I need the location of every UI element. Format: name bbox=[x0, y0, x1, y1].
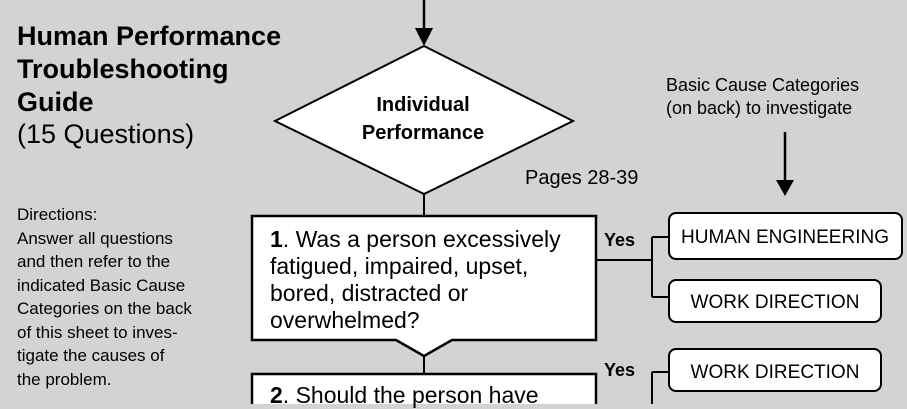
question-2-number: 2 bbox=[270, 382, 283, 408]
question-1-line: overwhelmed? bbox=[270, 307, 420, 333]
guide-subtitle: (15 Questions) bbox=[17, 119, 195, 149]
question-2-first-line-rest: . Should the person have bbox=[282, 382, 539, 408]
directions-heading: Directions: bbox=[17, 205, 98, 224]
question-2-yes-label: Yes bbox=[604, 360, 636, 380]
directions-line: Answer all questions bbox=[17, 228, 173, 248]
category-work-direction: WORK DIRECTION bbox=[690, 292, 860, 313]
question-1-first-line: 1. Was a person excessively bbox=[270, 226, 592, 253]
directions-line: indicated Basic Cause bbox=[17, 275, 186, 295]
directions-line: Categories on the back bbox=[17, 299, 192, 318]
incoming-arrowhead bbox=[415, 28, 433, 46]
directions-line: of this sheet to inves- bbox=[17, 322, 178, 342]
question-1-line: fatigued, impaired, upset, bbox=[270, 253, 529, 279]
category-box-human-engineering bbox=[668, 212, 903, 260]
question-1-number: 1 bbox=[270, 226, 283, 252]
guide-title: Human Performance Troubleshooting Guide bbox=[17, 20, 317, 119]
category-box-work-direction-2 bbox=[668, 348, 882, 392]
basic-cause-note-line-1: Basic Cause Categories bbox=[666, 75, 860, 95]
question-1-first-line-rest: . Was a person excessively bbox=[282, 226, 561, 252]
pages-label: Pages 28-39 bbox=[525, 167, 639, 189]
basic-cause-note: Basic Cause Categories (on back) to inve… bbox=[666, 74, 901, 120]
category-box-work-direction-1 bbox=[668, 279, 882, 323]
question-2-text: 2. Should the person have bbox=[270, 382, 592, 409]
directions-block: Directions: Answer all questions and the… bbox=[17, 203, 247, 391]
directions-line: the problem. bbox=[17, 369, 112, 389]
question-1-text: 1. Was a person excessively fatigued, im… bbox=[270, 226, 592, 334]
question-1-yes-label: Yes bbox=[604, 230, 636, 250]
decision-label-line-2: Performance bbox=[361, 122, 485, 144]
question-1-box bbox=[250, 214, 598, 358]
category-work-direction: WORK DIRECTION bbox=[690, 362, 860, 383]
directions-line: tigate the causes of bbox=[17, 346, 165, 365]
decision-label: Individual Performance bbox=[328, 91, 518, 147]
decision-label-line-1: Individual bbox=[376, 94, 470, 116]
directions-line: and then refer to the bbox=[17, 252, 171, 271]
basic-cause-note-line-2: (on back) to investigate bbox=[666, 98, 853, 118]
basic-cause-arrowhead bbox=[776, 180, 794, 196]
category-human-engineering: HUMAN ENGINEERING bbox=[681, 227, 889, 248]
guide-title-line-3: Guide bbox=[17, 87, 94, 117]
guide-title-line-1: Human Performance bbox=[17, 21, 282, 51]
question-2-box bbox=[250, 372, 598, 404]
question-1-line: bored, distracted or bbox=[270, 280, 469, 306]
guide-title-line-2: Troubleshooting bbox=[17, 54, 229, 84]
